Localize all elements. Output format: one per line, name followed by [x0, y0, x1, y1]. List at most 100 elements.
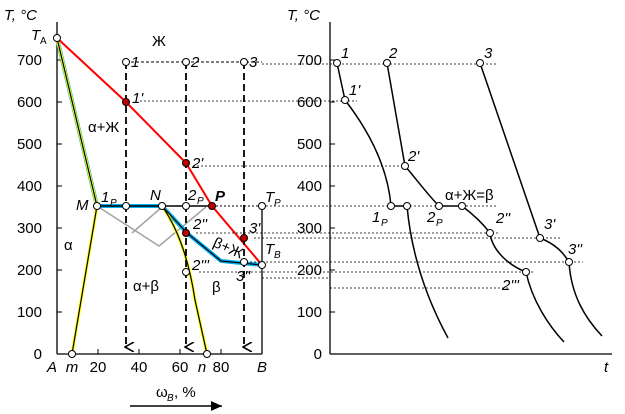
phase-alpha-label: α [64, 237, 73, 254]
solvus-alpha [55, 37, 99, 355]
point-3prime [240, 234, 248, 242]
grey-line-N [131, 206, 163, 234]
left-y-tick-marks [57, 59, 62, 313]
curve-label-2: 2 [388, 45, 398, 62]
x-axis-composition-label: ω B , % [130, 384, 222, 411]
left-y-tick-400: 400 [17, 178, 42, 195]
grey-solvus-extension [96, 205, 207, 247]
right-points [333, 59, 573, 276]
left-y-tick-600: 600 [17, 94, 42, 111]
label-2prime: 2' [191, 155, 204, 172]
svg-text:P: P [274, 198, 281, 209]
svg-text:T: T [31, 27, 42, 44]
point-M [93, 202, 101, 210]
point-3dprime [240, 258, 248, 266]
label-N: N [150, 187, 161, 204]
point-2 [182, 58, 190, 66]
curve-label-1: 1 [341, 45, 349, 62]
svg-text:, %: , % [174, 384, 196, 401]
label-3: 3 [249, 54, 258, 71]
right-label-1prime: 1' [349, 82, 361, 99]
right-label-2tprime: 2''' [501, 277, 520, 294]
label-2tprime: 2''' [191, 257, 210, 274]
label-2dprime: 2'' [192, 216, 208, 233]
svg-text:A: A [40, 36, 47, 47]
point-3 [240, 58, 248, 66]
line-M-m [71, 205, 98, 355]
svg-text:ω: ω [156, 384, 168, 401]
curve-label-3: 3 [484, 45, 493, 62]
svg-text:B: B [167, 393, 174, 404]
right-y-tick-700: 700 [297, 52, 322, 69]
label-TP: T P [265, 189, 281, 209]
label-2p: 2 P [187, 187, 204, 207]
right-y-tick-600: 600 [297, 94, 322, 111]
point-1p [122, 202, 130, 210]
point-TB [258, 261, 266, 269]
left-x-tick-40: 40 [131, 359, 148, 376]
right-label-1p: 1 P [372, 209, 388, 229]
point-TA [53, 34, 61, 42]
right-y-tick-300: 300 [297, 220, 322, 237]
label-1prime: 1' [132, 90, 144, 107]
point-1 [122, 58, 130, 66]
left-x-tick-marks [97, 349, 222, 354]
svg-text:P: P [197, 196, 204, 207]
connector-guides [140, 63, 583, 289]
left-x-tick-20: 20 [90, 359, 107, 376]
phase-liquid-label: Ж [152, 33, 166, 50]
svg-text:1: 1 [101, 189, 109, 206]
line-N-n [161, 205, 208, 355]
point-2tprime [182, 268, 190, 276]
point-P [208, 202, 216, 210]
left-y-tick-100: 100 [17, 304, 42, 321]
left-y-tick-200: 200 [17, 262, 42, 279]
point-m [68, 350, 76, 358]
point-2dprime [182, 229, 190, 237]
point-TP [258, 202, 266, 210]
point-m-label: m [66, 359, 79, 376]
right-label-2dprime: 2'' [495, 210, 511, 227]
phase-alpha-liquid-label: α+Ж [88, 119, 119, 136]
left-x-tick-B: B [257, 359, 267, 376]
point-2prime [182, 159, 190, 167]
cooling-curve-1 [336, 62, 449, 339]
liquidus [56, 37, 263, 266]
right-y-tick-200: 200 [297, 262, 322, 279]
phase-beta-label: β [212, 279, 221, 296]
right-label-3dprime: 3'' [568, 241, 583, 258]
right-x-axis-label: t [604, 359, 609, 376]
right-cooling-curves: 0 100 200 300 400 500 600 700 T, °C t [287, 7, 612, 376]
svg-text:2: 2 [187, 187, 197, 204]
cooling-curve-3 [479, 62, 603, 337]
label-2: 2 [190, 54, 200, 71]
point-2p [182, 202, 190, 210]
label-1p: 1 P [101, 189, 117, 209]
label-TA: T A [31, 27, 47, 47]
svg-text:T: T [265, 189, 276, 206]
svg-text:P: P [381, 218, 388, 229]
reaction-label: α+Ж=β [445, 187, 494, 204]
label-TB: T B [265, 241, 281, 261]
label-3dprime: 3'' [236, 268, 251, 285]
left-x-tick-80: 80 [213, 359, 230, 376]
right-y-tick-500: 500 [297, 136, 322, 153]
label-P: P [215, 188, 226, 205]
right-label-3prime: 3' [544, 216, 556, 233]
left-x-tick-60: 60 [172, 359, 189, 376]
svg-text:P: P [436, 218, 443, 229]
right-y-tick-marks [330, 59, 335, 313]
left-y-tick-300: 300 [17, 220, 42, 237]
left-phase-diagram: 0 100 200 300 400 500 600 700 T, °C T A … [4, 7, 583, 411]
right-y-tick-0: 0 [314, 346, 322, 363]
point-1prime [122, 98, 130, 106]
label-1: 1 [131, 54, 139, 71]
phase-alpha-beta-label: α+β [133, 278, 159, 295]
svg-text:P: P [110, 198, 117, 209]
svg-text:T: T [265, 241, 276, 258]
svg-text:1: 1 [372, 209, 380, 226]
point-N [158, 202, 166, 210]
left-y-tick-700: 700 [17, 52, 42, 69]
label-3prime: 3' [249, 220, 261, 237]
